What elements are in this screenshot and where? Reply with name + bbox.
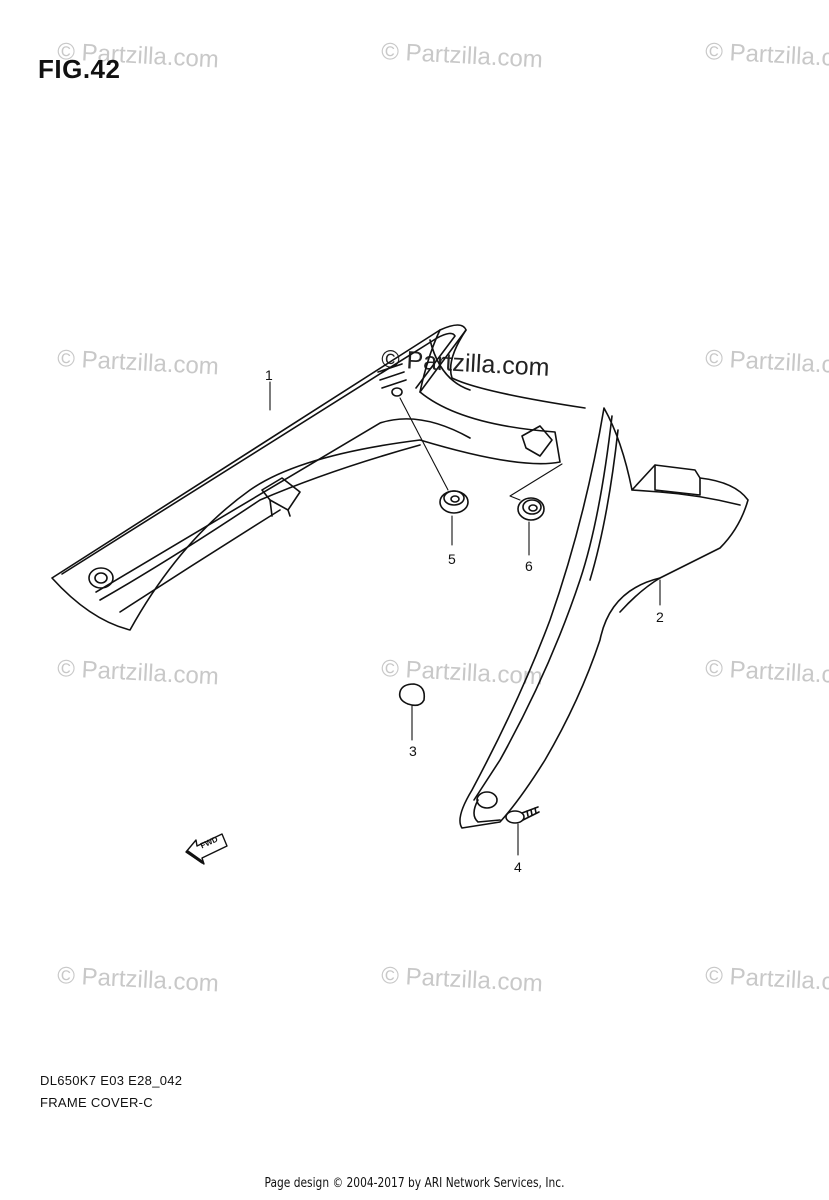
frame-cover-right-part <box>459 407 749 829</box>
callout-4: 4 <box>514 859 522 875</box>
grommet-part <box>439 490 469 514</box>
model-code: DL650K7 E03 E28_042 <box>40 1073 183 1088</box>
screw-part <box>505 806 540 824</box>
figure-title: FIG.42 <box>38 54 121 84</box>
cap-part <box>398 683 426 707</box>
callout-5: 5 <box>448 551 456 567</box>
callout-1: 1 <box>265 367 273 383</box>
footer-copyright: Page design © 2004-2017 by ARI Network S… <box>264 1176 565 1191</box>
callout-3: 3 <box>409 743 417 759</box>
frame-cover-left-part <box>51 324 586 631</box>
cushion-part <box>517 497 545 521</box>
forward-arrow-icon <box>185 833 228 865</box>
diagram-name: FRAME COVER-C <box>40 1095 153 1110</box>
callout-2: 2 <box>656 609 664 625</box>
leader-lines <box>269 381 661 856</box>
callout-6: 6 <box>525 558 533 574</box>
